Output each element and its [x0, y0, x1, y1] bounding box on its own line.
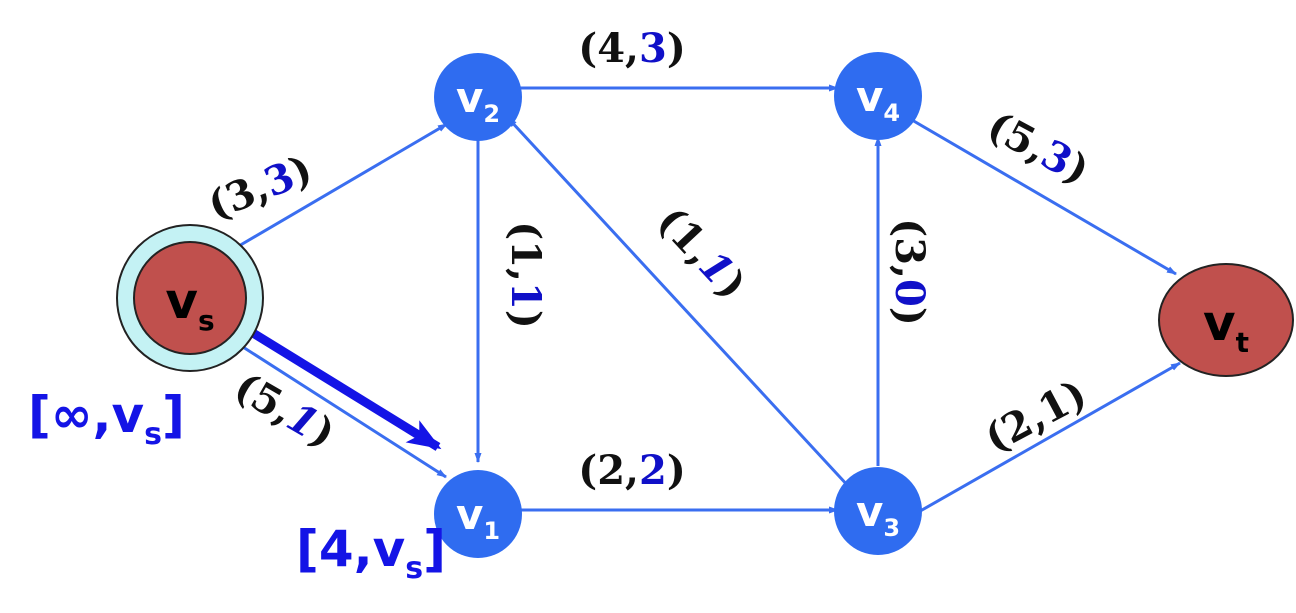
v1-bracket-sub: s	[405, 551, 423, 586]
edge-label-v3-v4-flow: 0	[886, 279, 933, 307]
edge-label-v1-v3-close: )	[667, 447, 686, 494]
node-v3: v3	[834, 467, 922, 555]
edge-label-v4-vt: (5,3)	[980, 102, 1097, 194]
edge-label-v2-v4-cap: 4	[597, 25, 625, 72]
node-v4-circle	[834, 52, 922, 140]
node-vs-main: v	[165, 272, 198, 330]
edge-vs-v2	[231, 122, 448, 252]
edge-label-v3-v4-cap: 3	[886, 237, 933, 265]
edge-label-v1-v3-flow: 2	[639, 447, 667, 494]
edge-label-vs-v2: (3,3)	[201, 146, 318, 230]
edge-label-v3-vt: (2,1)	[977, 370, 1094, 462]
node-v4-label: v4	[856, 72, 900, 127]
node-v1-main: v	[456, 490, 483, 539]
edge-vs-v1	[231, 338, 447, 479]
node-v1-label: v1	[456, 490, 500, 545]
edge-label-v3-v4-open: (	[886, 218, 933, 237]
edge-label-v2-v4: (4,3)	[578, 25, 686, 72]
node-vs: vs	[133, 241, 247, 355]
v1-bracket-label: [4,vs]	[296, 520, 446, 586]
edge-label-v3-v2: (1,1)	[648, 197, 756, 308]
edge-label-v1-v3: (2,2)	[578, 447, 686, 494]
v1-bracket-open: [	[296, 520, 319, 578]
v1-bracket-value: 4	[319, 520, 354, 578]
vs-bracket-sep: ,	[93, 386, 112, 444]
edge-label-v1-v3-cap: 2	[597, 447, 625, 494]
node-vt-circle	[1158, 263, 1294, 377]
v1-bracket-main: v	[373, 520, 406, 578]
node-vt-label: vt	[1203, 294, 1249, 359]
node-v4-main: v	[856, 72, 883, 121]
vs-bracket-main: v	[112, 386, 145, 444]
edge-v3-v2	[506, 116, 852, 490]
node-vs-sub: s	[198, 304, 215, 337]
augmenting-arrow	[237, 321, 442, 451]
edge-label-v2-v1-cap: 1	[502, 240, 549, 268]
edge-label-v1-v3-open: (	[578, 447, 597, 494]
node-v3-main: v	[856, 487, 883, 536]
edge-label-v2-v1-open: (	[502, 221, 549, 240]
node-v2-sub: 2	[483, 100, 500, 128]
node-v2-circle	[434, 53, 522, 141]
edge-v4-vt	[911, 118, 1177, 276]
vs-bracket-sub: s	[144, 417, 162, 452]
node-vs-label: vs	[165, 272, 214, 337]
node-v2: v2	[434, 53, 522, 141]
edge-label-v2-v4-flow: 3	[639, 25, 667, 72]
node-v1-circle	[434, 470, 522, 558]
edges	[231, 84, 1181, 516]
v1-bracket-close: ]	[423, 520, 446, 578]
node-v1-sub: 1	[483, 517, 500, 545]
edge-label-v2-v1: (1,1)	[502, 221, 549, 329]
vs-bracket-close: ]	[162, 386, 185, 444]
edge-label-v2-v4-close: )	[667, 25, 686, 72]
edge-label-v2-v4-open: (	[578, 25, 597, 72]
node-vt-main: v	[1203, 294, 1236, 352]
node-v4-sub: 4	[883, 99, 900, 127]
edge-label-v2-v4-sep: ,	[625, 25, 639, 72]
vs-bracket-value: ∞	[51, 386, 93, 444]
node-vt: vt	[1158, 263, 1294, 377]
edge-label-v1-v3-sep: ,	[625, 447, 639, 494]
edge-label-v3-v4-close: )	[886, 307, 933, 326]
node-v2-main: v	[456, 73, 483, 122]
vs-bracket-label: [∞,vs]	[28, 386, 185, 452]
edge-label-v2-v1-close: )	[502, 310, 549, 329]
vs-bracket-open: [	[28, 386, 51, 444]
node-v3-circle	[834, 467, 922, 555]
node-v4: v4	[834, 52, 922, 140]
node-v1: v1	[434, 470, 522, 558]
edge-label-v3-v4-sep: ,	[886, 265, 933, 279]
node-v3-sub: 3	[883, 514, 900, 542]
edge-v3-vt	[914, 361, 1181, 516]
node-v3-label: v3	[856, 487, 900, 542]
edge-label-v3-v4: (3,0)	[886, 218, 933, 326]
node-vs-circle	[133, 241, 247, 355]
edge-label-v2-v1-flow: 1	[502, 282, 549, 310]
edge-label-v2-v1-sep: ,	[502, 268, 549, 282]
node-vt-sub: t	[1236, 326, 1249, 359]
v1-bracket-sep: ,	[354, 520, 373, 578]
node-v2-label: v2	[456, 73, 500, 128]
